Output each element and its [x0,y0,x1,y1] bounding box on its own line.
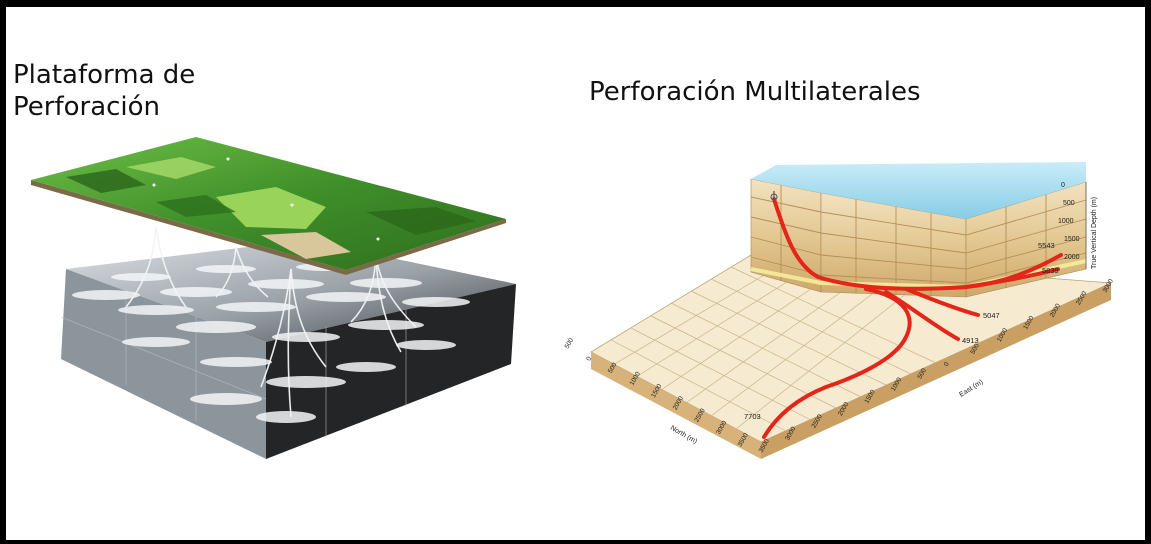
well-end-label-3: 5047 [983,311,1000,320]
depth-tick: 0 [1061,182,1065,189]
left-title-line1: Plataforma de [13,60,196,90]
north-tick: 500 [564,337,576,350]
north-axis-label: North (m) [669,425,698,446]
east-axis-label: East (m) [958,379,984,399]
depth-tick: 1500 [1064,236,1080,243]
reservoir-block-top [66,240,516,342]
well-trajectories [762,197,1063,439]
reservoir-lenses [72,263,470,423]
east-tick: 3000 [1102,278,1115,294]
depth-axis: 0 500 1000 1500 2000 True Vertical Depth… [1058,182,1098,269]
depth-axis-label: True Vertical Depth (m) [1091,197,1098,269]
well-end-label-4: 4913 [962,336,979,345]
water-surface [751,162,1086,219]
left-title-line2: Perforación [13,92,161,122]
depth-tick: 1000 [1058,218,1074,225]
east-tick: 500 [916,367,928,380]
ground-base-front [591,352,761,459]
well-end-label-1: 5543 [1038,241,1055,250]
ground-base-right [761,283,1111,459]
well-end-label-5: 7703 [744,412,761,421]
right-title: Perforación Multilaterales [589,77,921,107]
platform-illustration [31,137,516,459]
ground-grid [610,266,937,432]
reservoir-block-right [266,284,516,459]
slide: Plataforma de Perforación Perforación Mu… [6,7,1145,540]
strata-layers [750,185,1087,296]
well-end-labels: 5543 5839 5047 4913 7703 [744,241,1059,421]
wellhead-icon [770,191,778,203]
depth-tick: 500 [1063,200,1075,207]
north-tick: 0 [585,355,593,362]
depth-tick: 2000 [1064,254,1080,261]
reservoir-block-front [61,269,266,459]
terrain-details [66,157,476,259]
well-end-label-2: 5839 [1042,266,1059,275]
north-tick: 500 [607,361,619,374]
multilateral-diagram: 5543 5839 5047 4913 7703 0 500 1000 1500… [564,162,1115,459]
illustrations: 5543 5839 5047 4913 7703 0 500 1000 1500… [31,137,1115,459]
east-tick: 500 [969,342,981,355]
east-tick: 0 [943,361,951,368]
